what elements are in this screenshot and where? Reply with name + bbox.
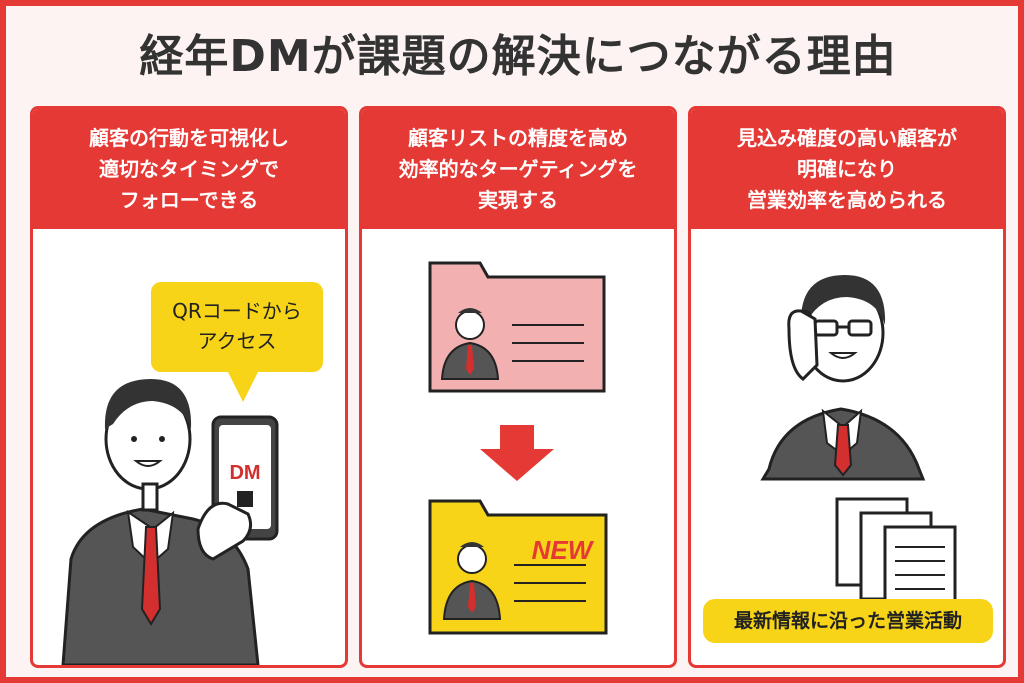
businessman-with-phone-illustration: DM xyxy=(61,379,279,665)
customer-file-illustration: NEW xyxy=(428,261,608,635)
card-header: 見込み確度の高い顧客が 明確になり 営業効率を高められる xyxy=(691,109,1003,229)
bubble-line: アクセス xyxy=(197,329,277,353)
card-header: 顧客の行動を可視化し 適切なタイミングで フォローできる xyxy=(33,109,345,229)
page-title: 経年DMが課題の解決につながる理由 xyxy=(139,31,897,82)
card-illustration: NEW xyxy=(362,229,674,665)
speech-bubble: QRコードから アクセス xyxy=(151,282,323,402)
card-illustration: 最新情報に沿った営業活動 xyxy=(691,229,1003,665)
card-header-line: 見込み確度の高い顧客が xyxy=(737,125,957,150)
card-header: 顧客リストの精度を高め 効率的なターゲティングを 実現する xyxy=(362,109,674,229)
card-header-line: 明確になり xyxy=(797,156,897,181)
documents-icon xyxy=(835,497,957,615)
arrow-down-icon xyxy=(480,425,554,481)
phone-dm-label: DM xyxy=(229,462,260,484)
card-illustration: QRコードから アクセス DM xyxy=(33,229,345,665)
card-header-line: 営業効率を高められる xyxy=(747,187,947,212)
new-label: NEW xyxy=(532,535,595,565)
businessman-on-call-illustration xyxy=(760,275,957,615)
bubble-line: QRコードから xyxy=(172,299,302,323)
card-header-line: 顧客リストの精度を高め xyxy=(408,125,628,150)
card-header-line: 適切なタイミングで xyxy=(99,156,279,181)
card-visualize: 顧客の行動を可視化し 適切なタイミングで フォローできる QRコードから アクセ… xyxy=(30,106,348,668)
sales-activity-tag: 最新情報に沿った営業活動 xyxy=(703,599,993,643)
card-efficiency: 見込み確度の高い顧客が 明確になり 営業効率を高められる xyxy=(688,106,1006,668)
card-header-line: フォローできる xyxy=(119,187,259,212)
card-targeting: 顧客リストの精度を高め 効率的なターゲティングを 実現する xyxy=(359,106,677,668)
card-header-line: 実現する xyxy=(478,187,558,212)
card-header-line: 効率的なターゲティングを xyxy=(398,156,638,181)
card-header-line: 顧客の行動を可視化し xyxy=(89,125,289,150)
